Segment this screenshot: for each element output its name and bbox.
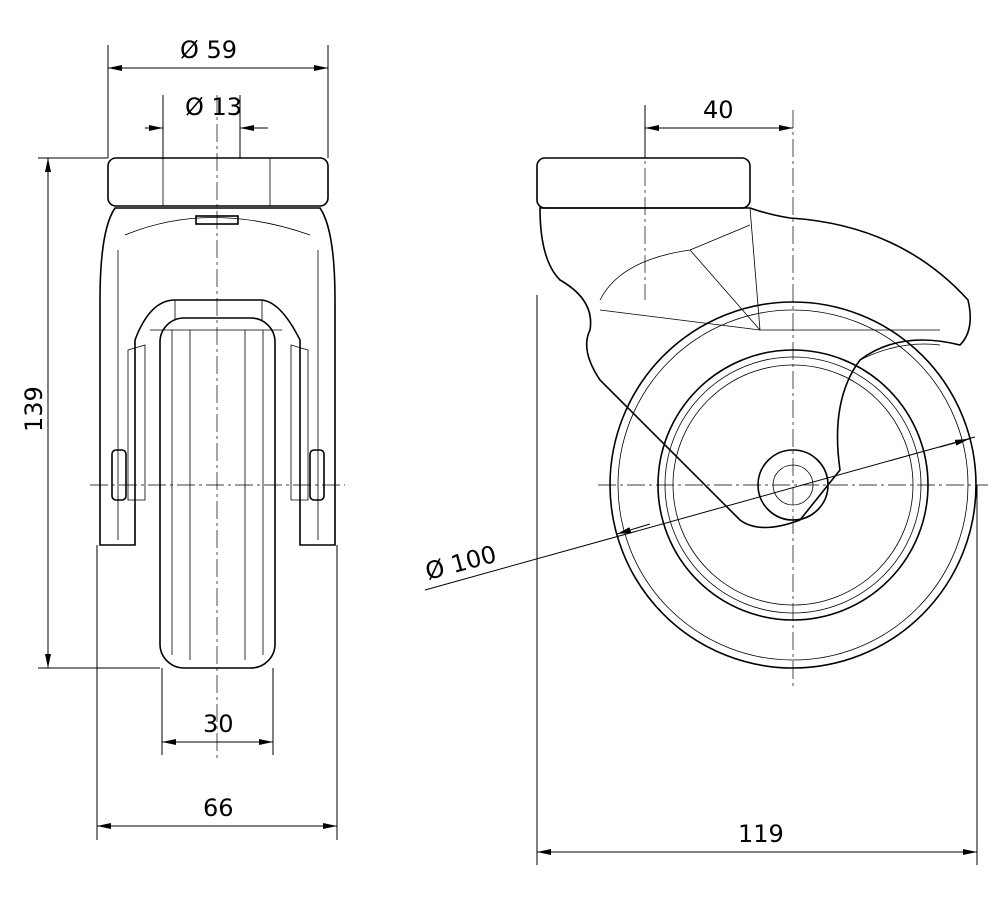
fork-side bbox=[539, 207, 971, 529]
axle-nut-left bbox=[111, 449, 127, 501]
fork bbox=[99, 207, 336, 546]
side-view bbox=[536, 110, 988, 690]
dimension-label: 30 bbox=[203, 710, 234, 738]
wheel-rim bbox=[657, 349, 929, 621]
dimension-label: Ø 100 bbox=[422, 540, 499, 586]
hub bbox=[757, 449, 829, 521]
top-plate-side bbox=[536, 157, 751, 209]
axle bbox=[772, 464, 814, 506]
swivel-bearing bbox=[195, 215, 239, 225]
dimension-label: Ø 59 bbox=[180, 36, 237, 64]
dimension-label: 139 bbox=[20, 386, 48, 432]
dimension-wheel-diameter: Ø 100 bbox=[422, 436, 976, 591]
dimension-label: 40 bbox=[703, 96, 734, 124]
dimension-label: 119 bbox=[738, 820, 784, 848]
dimension-swivel-offset: 40 bbox=[644, 96, 793, 158]
wheel-side bbox=[609, 301, 977, 669]
front-view bbox=[90, 95, 345, 760]
dimension-overall-width: 66 bbox=[96, 545, 338, 840]
wheel-front bbox=[159, 317, 276, 669]
dimension-overall-height: 139 bbox=[20, 157, 160, 669]
dimension-label: 66 bbox=[203, 794, 234, 822]
dimension-swivel-radius-length: 119 bbox=[536, 295, 978, 865]
dimension-top-plate-diameter: Ø 59 bbox=[107, 36, 329, 158]
dimension-bolt-hole-diameter: Ø 13 bbox=[145, 93, 268, 158]
dimension-wheel-width: 30 bbox=[161, 668, 274, 755]
axle-nut-right bbox=[309, 449, 325, 501]
dimension-label: Ø 13 bbox=[185, 93, 242, 121]
top-plate bbox=[107, 157, 329, 207]
